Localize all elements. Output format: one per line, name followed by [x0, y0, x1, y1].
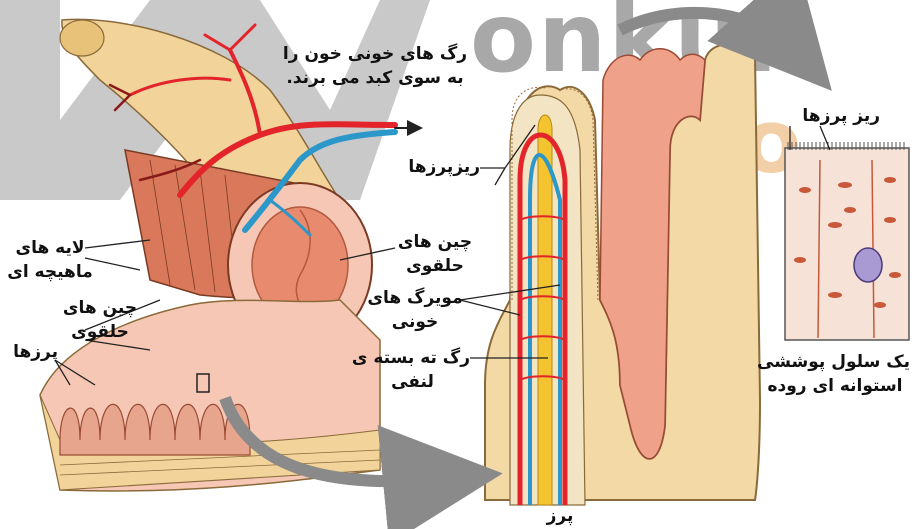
label-microvilli-mid: ریزپرزها: [400, 155, 480, 179]
label-villi: پرزها: [0, 340, 58, 364]
label-circular-folds-left-line2: حلقوی: [55, 320, 145, 344]
zoom-arrow-top: [620, 13, 800, 55]
label-muscle-layers-line1: لایه های: [0, 236, 100, 260]
label-epithelial-cell-line2: استوانه ای روده: [760, 374, 910, 398]
villus-panel: [485, 44, 760, 505]
label-blood-vessels-line2: به سوی کبد می برند.: [280, 66, 470, 90]
label-blood-vessels-line1: رگ های خونی خون را: [280, 42, 470, 66]
label-capillaries-line2: خونی: [365, 310, 465, 334]
label-circular-folds-right-line2: حلقوی: [390, 254, 480, 278]
label-muscle-layers-line2: ماهیچه ای: [0, 260, 100, 284]
label-lymph-vessel-line2: لنفی: [355, 370, 470, 394]
label-capillaries-line1: مویرگ های: [365, 286, 465, 310]
label-epithelial-cell-line1: یک سلول پوششی: [760, 350, 910, 374]
nucleus: [854, 248, 882, 282]
label-microvilli-right: ریز پرزها: [780, 104, 880, 128]
label-circular-folds-left-line1: چین های: [55, 296, 145, 320]
epithelial-cell-panel: [785, 142, 909, 340]
label-circular-folds-right-line1: چین های: [390, 230, 480, 254]
label-lymph-vessel-line1: رگ ته بسته ی: [355, 346, 470, 370]
label-villus: پرز: [530, 504, 590, 528]
